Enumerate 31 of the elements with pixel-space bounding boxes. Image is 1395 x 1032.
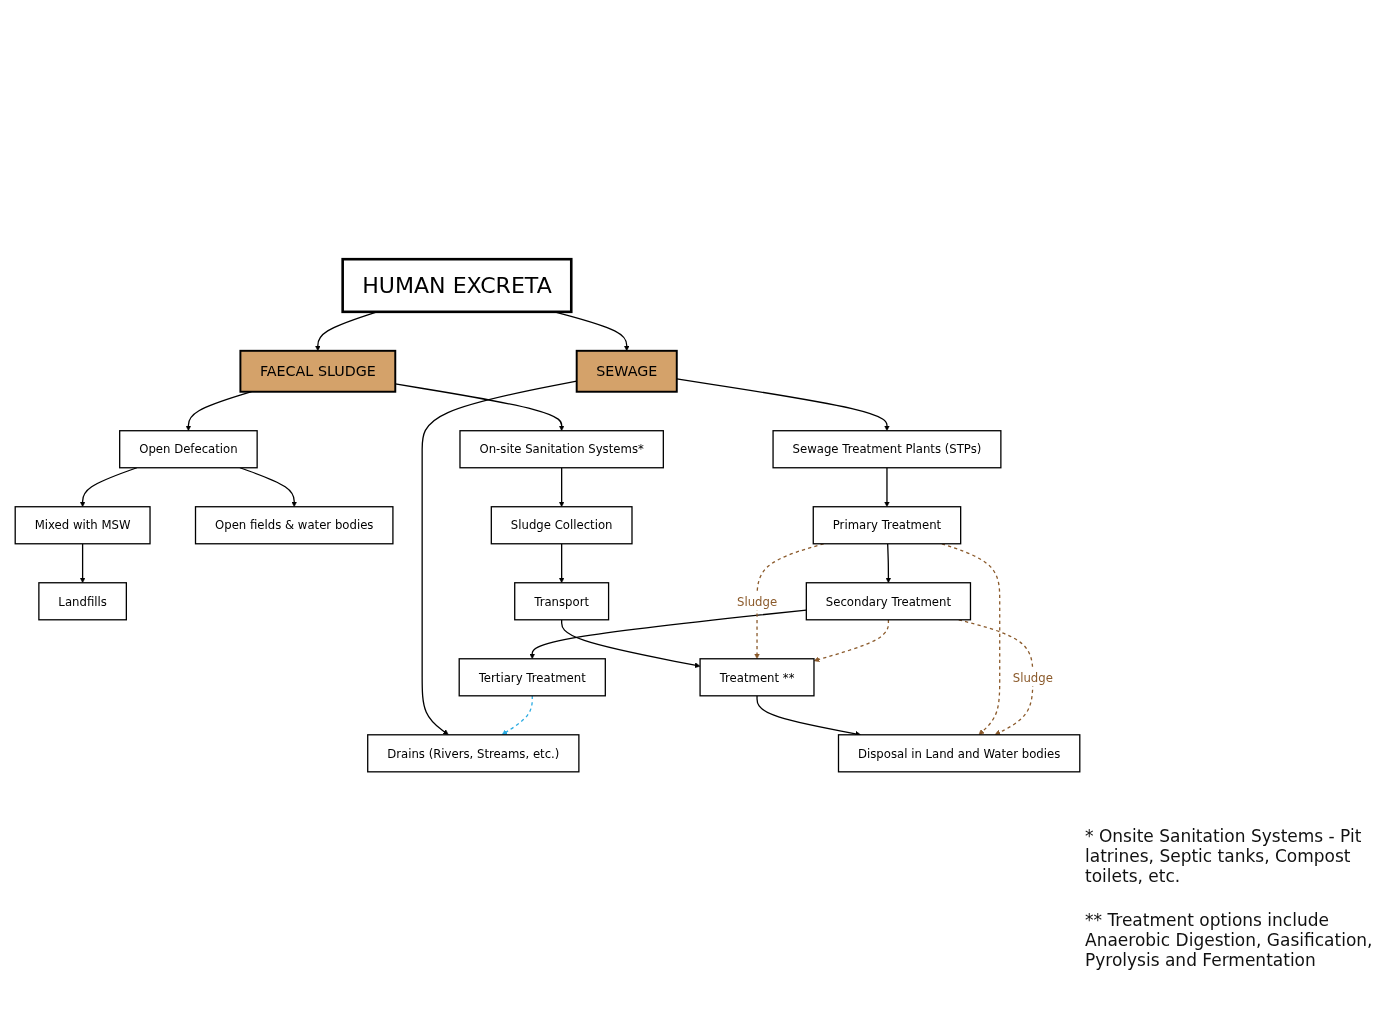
arrow [501,695,533,736]
edge-label: Sludge [736,594,778,609]
arrow [884,467,890,508]
node-box: Tertiary Treatment [458,658,606,697]
node-box: Sewage Treatment Plants (STPs) [772,430,1002,469]
arrow [813,619,890,663]
node-box: On-site Sanitation Systems* [459,430,664,469]
arrow [885,543,892,584]
arrow [79,543,86,584]
node-box: Landfills [38,582,127,621]
node-box: Open fields & water bodies [194,506,394,545]
node-box: SEWAGE [575,350,678,394]
node-box: Primary Treatment [812,506,962,545]
node-box: Sludge Collection [490,506,633,545]
arrow [561,619,701,669]
arrow [529,609,807,660]
footnote: * Onsite Sanitation Systems - Pit latrines, Septic tanks, Compost toilets, etc. [1085,826,1363,886]
arrow [558,467,565,508]
node-box: Disposal in Land and Water bodies [837,734,1081,773]
node-box: Mixed with MSW [14,506,151,545]
node-box: HUMAN EXCRETA [341,258,573,314]
footnote: ** Treatment options include Anaerobic Digestion, Gasification, Pyrolysis and Fermentation [1085,910,1374,970]
arrow [676,378,890,432]
node-box: Secondary Treatment [805,582,972,621]
node-box: FAECAL SLUDGE [239,350,397,394]
node-box: Treatment ** [699,658,815,697]
edge-label: Sludge [1012,670,1053,685]
node-box: Open Defecation [119,430,258,469]
node-box: Drains (Rivers, Streams, etc.) [367,734,580,773]
arrow [558,543,565,584]
node-box: Transport [514,582,610,621]
